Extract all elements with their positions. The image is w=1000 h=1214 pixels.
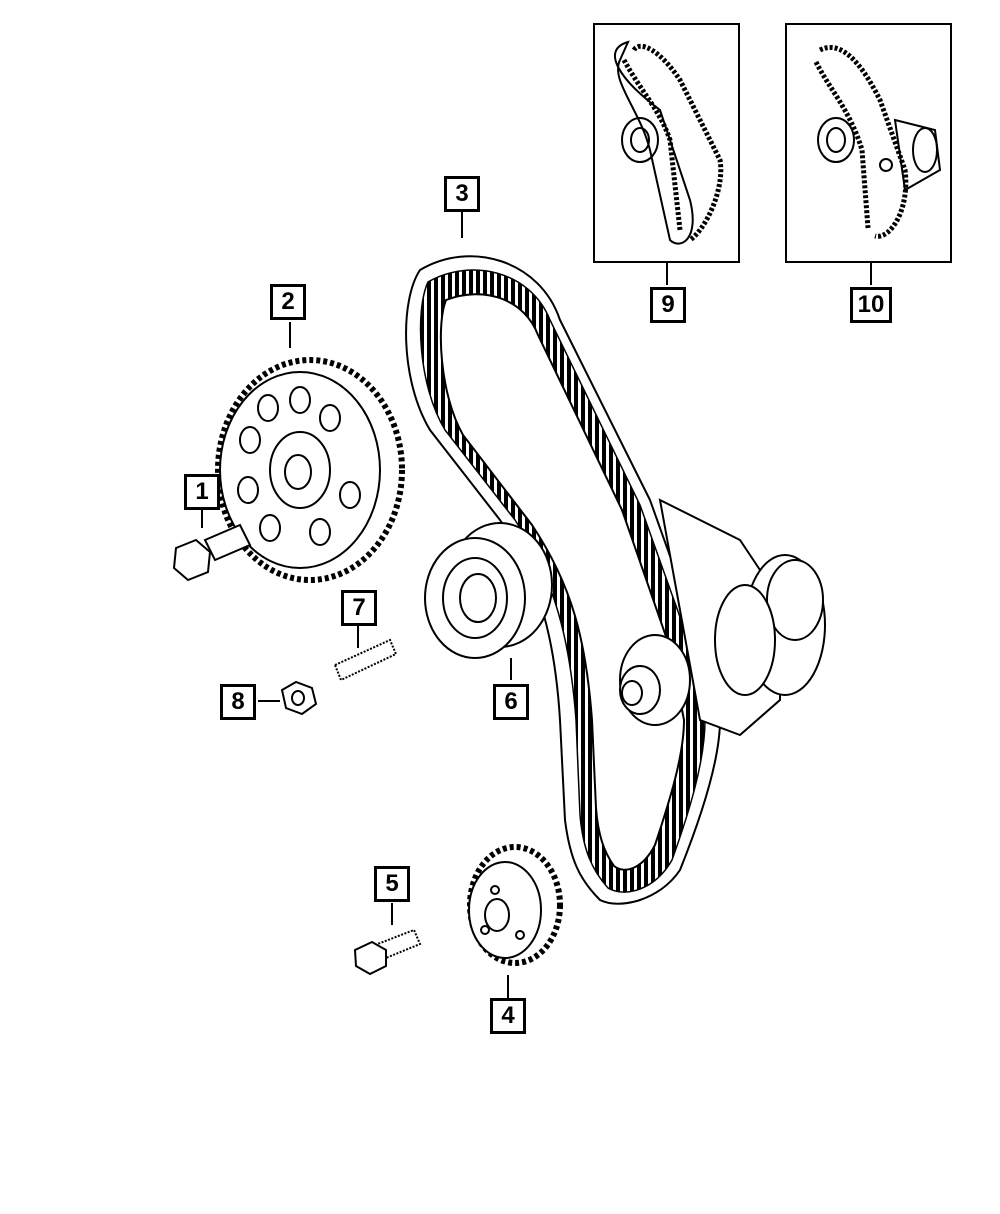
idler-pulley: [424, 522, 553, 680]
callout-1: 1: [184, 474, 220, 510]
crankshaft-sprocket: [467, 844, 563, 998]
callout-8: 8: [220, 684, 256, 720]
callout-2: 2: [270, 284, 306, 320]
sprocket-bolt: [172, 510, 252, 582]
nut: [258, 680, 318, 716]
callout-4: 4: [490, 998, 526, 1034]
callout-7: 7: [341, 590, 377, 626]
inset-kit-10: [785, 23, 952, 285]
callout-10: 10: [850, 287, 892, 323]
timing-belt: [405, 210, 722, 905]
camshaft-sprocket: [215, 322, 405, 583]
tensioner-assembly: [619, 498, 826, 737]
callout-5: 5: [374, 866, 410, 902]
callout-6: 6: [493, 684, 529, 720]
callout-9: 9: [650, 287, 686, 323]
stud: [333, 626, 398, 682]
crank-bolt: [353, 903, 422, 976]
inset-kit-9: [593, 23, 740, 285]
callout-3: 3: [444, 176, 480, 212]
